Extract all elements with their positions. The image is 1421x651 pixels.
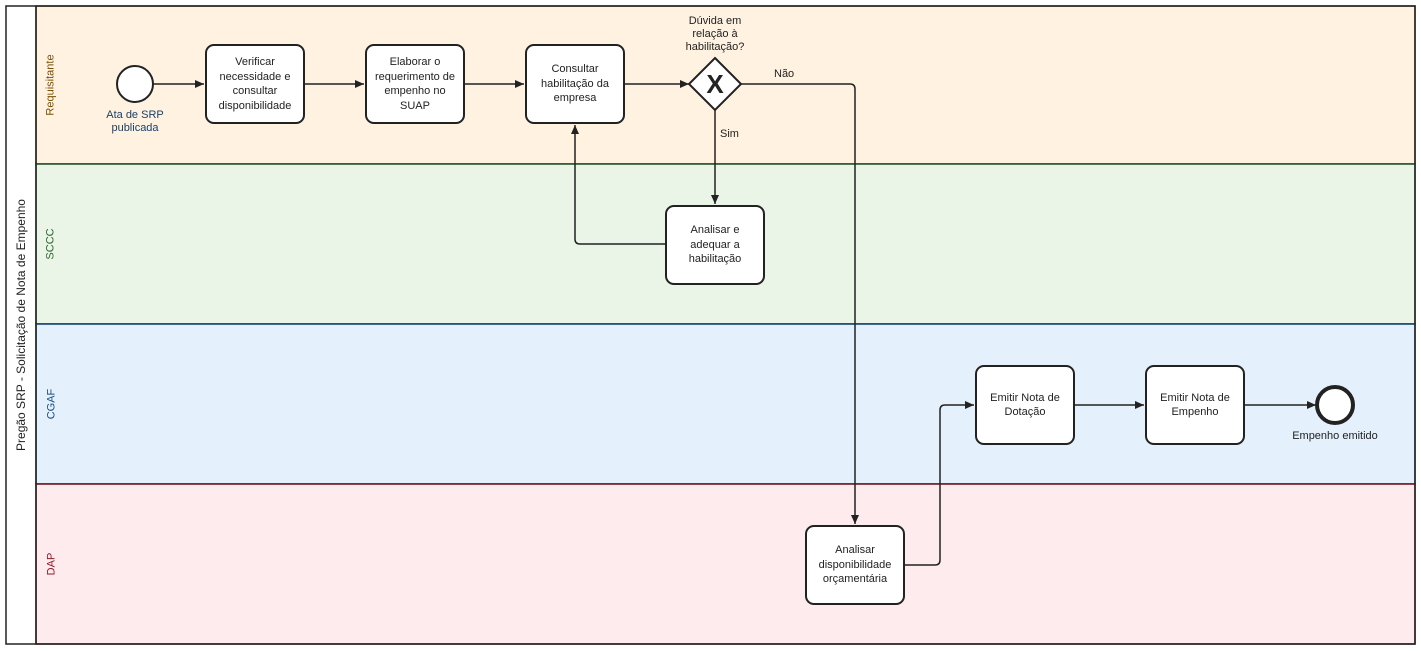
flow-orcamento-to-dotacao: [905, 401, 974, 566]
task-consultar-habilitacao[interactable]: Consultar habilitação da empresa: [525, 44, 625, 124]
flow-analisar-to-consultar: [571, 125, 665, 245]
end-event-label: Empenho emitido: [1292, 430, 1378, 442]
start-event: [116, 65, 154, 103]
flow-gateway-nao: [741, 83, 859, 524]
lane-dap-bg: [35, 483, 1416, 645]
task-verificar-necessidade[interactable]: Verificar necessidade e consultar dispon…: [205, 44, 305, 124]
start-event-label: Ata de SRP publicada: [106, 109, 164, 134]
task-elaborar-requerimento[interactable]: Elaborar o requerimento de empenho no SU…: [365, 44, 465, 124]
task-analisar-habilitacao[interactable]: Analisar e adequar a habilitação: [665, 205, 765, 285]
task-emitir-empenho[interactable]: Emitir Nota de Empenho: [1145, 365, 1245, 445]
task-emitir-dotacao[interactable]: Emitir Nota de Dotação: [975, 365, 1075, 445]
lane-label-sccc: SCCC: [45, 228, 58, 260]
exclusive-gateway: [687, 56, 743, 112]
lane-label-cgaf: CGAF: [45, 388, 57, 420]
pool-label: Pregão SRP - Solicitação de Nota de Empe…: [14, 199, 28, 451]
gateway-yes-label: Sim: [720, 128, 739, 140]
gateway-x-icon: X: [706, 69, 724, 99]
gateway-question: Dúvida em relação à habilitação?: [685, 15, 745, 53]
task-analisar-orcamento[interactable]: Analisar disponibilidade orçamentária: [805, 525, 905, 605]
end-event: [1315, 385, 1355, 425]
lane-label-requisitante: Requisitante: [45, 54, 57, 116]
lane-label-dap: DAP: [45, 552, 57, 576]
pool-border: [5, 5, 1416, 645]
gateway-no-label: Não: [774, 68, 795, 80]
